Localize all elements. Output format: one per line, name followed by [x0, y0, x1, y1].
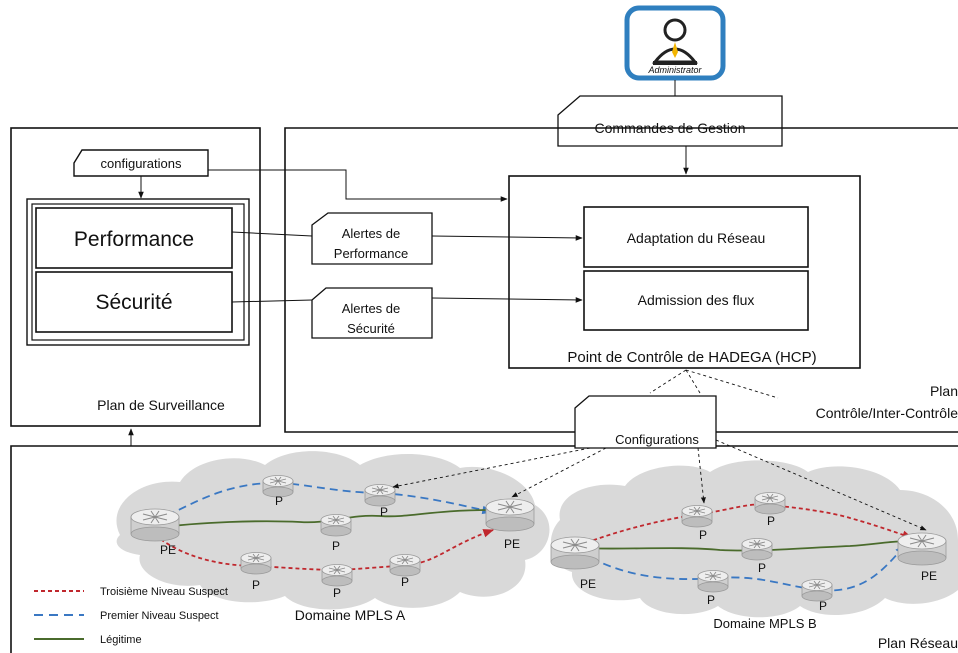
performance-to-alerts-line: [231, 231, 313, 237]
performance-alerts-card: [311, 212, 433, 265]
router-p-b4: [697, 570, 729, 593]
network-configurations-card: [574, 395, 717, 449]
router-pe-a-left: [130, 508, 180, 542]
router-p-a3: [320, 514, 352, 537]
securite-box: [35, 271, 233, 333]
adaptation-box: [583, 206, 809, 268]
legend-label-third: Troisième Niveau Suspect: [100, 586, 228, 598]
p-label-b2: P: [767, 514, 775, 528]
p-label-b3: P: [758, 561, 766, 575]
network-plane-label: Plan Réseau: [878, 635, 958, 651]
router-p-b3: [741, 538, 773, 561]
securite-alerts-line2: Sécurité: [347, 321, 395, 336]
performance-alerts-line2: Performance: [334, 246, 408, 261]
router-p-b5: [801, 579, 833, 602]
monitors-inner: [31, 203, 245, 341]
flow-third-level-b: [579, 503, 914, 546]
surveillance-configurations-label: configurations: [101, 156, 182, 171]
surveillance-plane-label: Plan de Surveillance: [97, 397, 225, 413]
p-label-b4: P: [707, 593, 715, 607]
p-label-a3: P: [332, 539, 340, 553]
flow-first-level-a: [154, 482, 494, 521]
p-label-a4: P: [252, 578, 260, 592]
securite-label: Sécurité: [95, 291, 172, 314]
router-p-b1: [681, 505, 713, 528]
router-pe-b-right: [897, 532, 947, 566]
securite-alerts-to-admission-arrow: [431, 297, 583, 303]
pe-label-a-right: PE: [504, 537, 520, 551]
pe-label-a-left: PE: [160, 543, 176, 557]
p-label-a6: P: [401, 575, 409, 589]
router-p-a4: [240, 552, 272, 575]
hcp-title: Point de Contrôle de HADEGA (HCP): [567, 349, 816, 366]
config-to-hcp-arrow: [208, 169, 508, 202]
administrator-icon: [624, 5, 726, 81]
securite-alerts-line1: Alertes de: [342, 301, 401, 316]
monitors-outer: [26, 198, 250, 346]
p-label-a2: P: [380, 505, 388, 519]
domain-a-label: Domaine MPLS A: [295, 607, 406, 623]
p-label-b5: P: [819, 599, 827, 613]
pe-label-b-left: PE: [580, 577, 596, 591]
surveillance-configurations-card: [73, 149, 209, 177]
router-p-a6: [389, 554, 421, 577]
router-labels: PE P P P P P P PE PE P P P P P PE: [160, 494, 937, 613]
admission-box: [583, 270, 809, 331]
legend-label-first: Premier Niveau Suspect: [100, 610, 219, 622]
legend-label-legit: Légitime: [100, 634, 142, 646]
admission-label: Admission des flux: [638, 292, 755, 308]
control-plane-label-line1: Plan: [930, 383, 958, 399]
control-plane-label-line2: Contrôle/Inter-Contrôle: [816, 405, 958, 421]
router-pe-a-right: [485, 498, 535, 532]
surveillance-plane: [10, 127, 261, 427]
flow-first-level-b: [579, 544, 906, 592]
p-label-a1: P: [275, 494, 283, 508]
router-p-a2: [364, 484, 396, 507]
pe-label-b-right: PE: [921, 569, 937, 583]
securite-to-alerts-line: [231, 299, 313, 303]
p-label-a5: P: [333, 586, 341, 600]
router-p-b2: [754, 492, 786, 515]
securite-alerts-card: [311, 287, 433, 339]
performance-alerts-line1: Alertes de: [342, 226, 401, 241]
flow-third-level-a: [154, 529, 495, 571]
performance-box: [35, 207, 233, 269]
hcp-config-dashed-links: [392, 369, 927, 531]
commands-card: [557, 95, 783, 147]
performance-alerts-to-adaptation-arrow: [431, 235, 583, 241]
legend: Troisième Niveau Suspect Premier Niveau …: [34, 586, 228, 646]
router-p-a5: [321, 564, 353, 587]
adaptation-label: Adaptation du Réseau: [627, 230, 766, 246]
router-pe-b-left: [550, 536, 600, 570]
network-configurations-label: Configurations: [615, 432, 699, 447]
performance-label: Performance: [74, 228, 194, 251]
domain-b-label: Domaine MPLS B: [713, 616, 816, 631]
p-label-b1: P: [699, 528, 707, 542]
administrator-caption: Administrator: [647, 65, 702, 75]
